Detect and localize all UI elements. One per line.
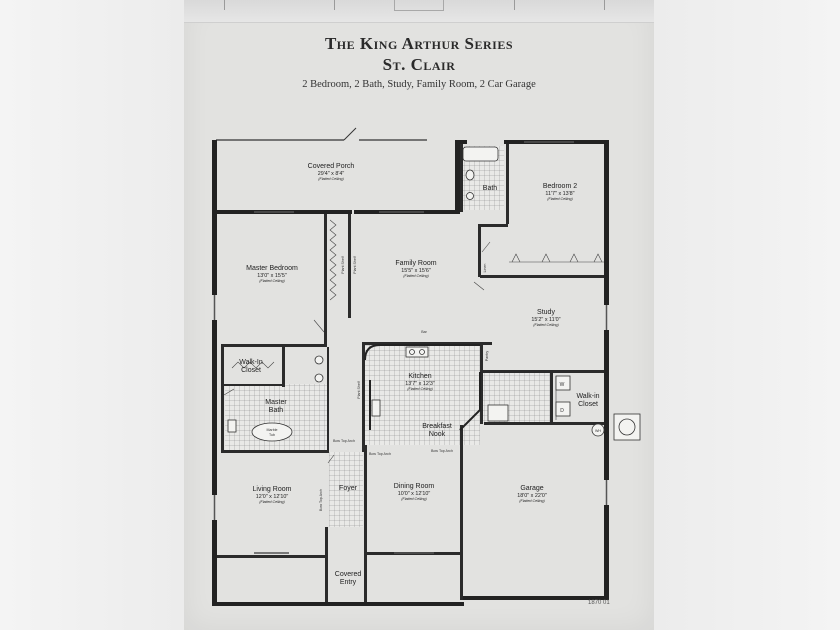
arch-label-left: Bow Top Arch bbox=[333, 439, 355, 443]
tick-mark bbox=[604, 0, 605, 10]
svg-text:Entry: Entry bbox=[340, 579, 357, 586]
room-label-study: Study 15'2" x 11'0" (Flatted Ceiling) bbox=[531, 309, 560, 327]
plant-shelf-label-kitchen: Plant Shelf bbox=[357, 381, 361, 398]
room-label-walkin-closet-right: Walk-in Closet bbox=[576, 393, 599, 408]
room-label-master-bedroom: Master Bedroom 13'0" x 15'5" (Flatted Ce… bbox=[246, 265, 298, 283]
plan-code: 1870 01 bbox=[588, 600, 610, 606]
pantry-label: Pantry bbox=[485, 351, 489, 362]
kitchen-counter bbox=[364, 344, 480, 361]
svg-text:(Flatted Ceiling): (Flatted Ceiling) bbox=[407, 387, 432, 391]
svg-text:(Flatted Ceiling): (Flatted Ceiling) bbox=[519, 499, 544, 503]
svg-text:(Flatted Ceiling): (Flatted Ceiling) bbox=[547, 197, 572, 201]
arch-label-nook: Bow Top Arch bbox=[431, 449, 453, 453]
windows bbox=[213, 141, 608, 554]
svg-text:Closet: Closet bbox=[578, 401, 598, 408]
svg-text:Covered: Covered bbox=[335, 571, 362, 578]
arch-label-bottom: Bow Top Arch bbox=[319, 489, 323, 511]
closet-hangers bbox=[231, 219, 604, 420]
svg-text:Covered Porch: Covered Porch bbox=[308, 163, 355, 170]
tick-mark bbox=[334, 0, 335, 10]
plant-shelf-label-left: Plant Shelf bbox=[341, 256, 345, 273]
room-label-kitchen: Kitchen 13'7" x 12'3" (Flatted Ceiling) bbox=[405, 373, 435, 391]
svg-text:Bath: Bath bbox=[269, 407, 284, 414]
svg-text:13'0" x 15'5": 13'0" x 15'5" bbox=[257, 273, 287, 279]
interior-walls bbox=[217, 144, 604, 602]
tick-mark bbox=[514, 0, 515, 10]
svg-text:Master Bedroom: Master Bedroom bbox=[246, 265, 298, 272]
viewer-top-bar bbox=[184, 0, 654, 23]
foyer-tile bbox=[329, 452, 363, 527]
svg-text:Living Room: Living Room bbox=[253, 486, 292, 493]
room-label-master-bath: Master Bath bbox=[265, 399, 287, 414]
svg-text:(Flatted Ceiling): (Flatted Ceiling) bbox=[533, 323, 558, 327]
room-label-foyer: Foyer bbox=[339, 485, 358, 492]
svg-text:Family Room: Family Room bbox=[395, 260, 436, 267]
washer-label: W bbox=[560, 382, 565, 388]
series-title: The King Arthur Series bbox=[324, 34, 514, 53]
svg-text:Kitchen: Kitchen bbox=[408, 373, 431, 380]
svg-text:Master: Master bbox=[265, 399, 287, 406]
svg-text:11'7" x 13'8": 11'7" x 13'8" bbox=[545, 191, 574, 197]
svg-text:Tub: Tub bbox=[269, 433, 275, 437]
svg-text:(Flatted Ceiling): (Flatted Ceiling) bbox=[403, 274, 428, 278]
room-label-garage: Garage 18'0" x 22'0" (Flatted Ceiling) bbox=[517, 485, 547, 503]
porch-door-swing bbox=[343, 127, 357, 141]
dryer-label: D bbox=[560, 408, 564, 414]
floor-plan-drawing: Covered Porch 29'4" x 8'4" (Flatted Ceil… bbox=[212, 127, 641, 606]
svg-text:Walk-in: Walk-in bbox=[576, 393, 599, 400]
bar-label: Bar bbox=[421, 330, 427, 334]
svg-text:13'7" x 12'3": 13'7" x 12'3" bbox=[405, 381, 435, 387]
room-label-dining-room: Dining Room 10'0" x 12'10" (Flatted Ceil… bbox=[394, 483, 435, 501]
linen-label: Linen bbox=[483, 264, 487, 273]
svg-text:Marble: Marble bbox=[267, 428, 278, 432]
room-label-marble-tub: Marble Tub bbox=[267, 428, 278, 437]
viewer-tab[interactable] bbox=[394, 0, 444, 11]
plan-description: 2 Bedroom, 2 Bath, Study, Family Room, 2… bbox=[302, 79, 536, 90]
svg-text:29'4" x 8'4": 29'4" x 8'4" bbox=[318, 171, 345, 177]
model-title: St. Clair bbox=[382, 55, 456, 74]
svg-text:Garage: Garage bbox=[520, 485, 543, 492]
svg-text:Study: Study bbox=[537, 309, 555, 316]
svg-text:15'2" x 11'0": 15'2" x 11'0" bbox=[531, 317, 560, 323]
room-label-covered-entry: Covered Entry bbox=[335, 571, 362, 586]
door-swings bbox=[223, 241, 491, 464]
tick-mark bbox=[224, 0, 225, 10]
water-heater-label: WH bbox=[595, 429, 601, 433]
svg-text:Walk-In: Walk-In bbox=[239, 359, 263, 366]
svg-text:15'5" x 15'6": 15'5" x 15'6" bbox=[401, 268, 431, 274]
svg-text:(Flatted Ceiling): (Flatted Ceiling) bbox=[318, 177, 343, 181]
svg-text:Breakfast: Breakfast bbox=[422, 423, 452, 430]
screen-bezel-left bbox=[0, 0, 184, 630]
room-label-walkin-closet-left: Walk-In Closet bbox=[239, 359, 263, 374]
svg-text:(Flatted Ceiling): (Flatted Ceiling) bbox=[259, 500, 284, 504]
svg-text:(Flatted Ceiling): (Flatted Ceiling) bbox=[259, 279, 284, 283]
room-label-living-room: Living Room 12'0" x 12'10" (Flatted Ceil… bbox=[253, 486, 292, 504]
svg-text:(Flatted Ceiling): (Flatted Ceiling) bbox=[401, 497, 426, 501]
room-label-covered-porch: Covered Porch 29'4" x 8'4" (Flatted Ceil… bbox=[308, 163, 355, 181]
room-label-breakfast-nook: Breakfast Nook bbox=[422, 423, 452, 438]
svg-text:Nook: Nook bbox=[429, 431, 446, 438]
svg-text:Dining Room: Dining Room bbox=[394, 483, 435, 490]
svg-text:10'0" x 12'10": 10'0" x 12'10" bbox=[398, 491, 431, 497]
svg-text:Closet: Closet bbox=[241, 367, 261, 374]
nook-angle-wall bbox=[459, 372, 481, 431]
svg-text:18'0" x 22'0": 18'0" x 22'0" bbox=[517, 493, 547, 499]
room-label-family-room: Family Room 15'5" x 15'6" (Flatted Ceili… bbox=[395, 260, 436, 278]
floor-plan-sheet: The King Arthur Series St. Clair 2 Bedro… bbox=[184, 0, 654, 630]
master-bath-tile bbox=[225, 384, 327, 452]
room-label-bath: Bath bbox=[483, 185, 498, 192]
plant-shelf-label-right: Plant Shelf bbox=[353, 256, 357, 273]
svg-text:12'0" x 12'10": 12'0" x 12'10" bbox=[256, 494, 289, 500]
svg-text:Bedroom 2: Bedroom 2 bbox=[543, 183, 577, 190]
screen-bezel-right bbox=[654, 0, 840, 630]
fixtures bbox=[227, 146, 641, 442]
room-label-bedroom-2: Bedroom 2 11'7" x 13'8" (Flatted Ceiling… bbox=[543, 183, 577, 201]
arch-label-right: Bow Top Arch bbox=[369, 452, 391, 456]
